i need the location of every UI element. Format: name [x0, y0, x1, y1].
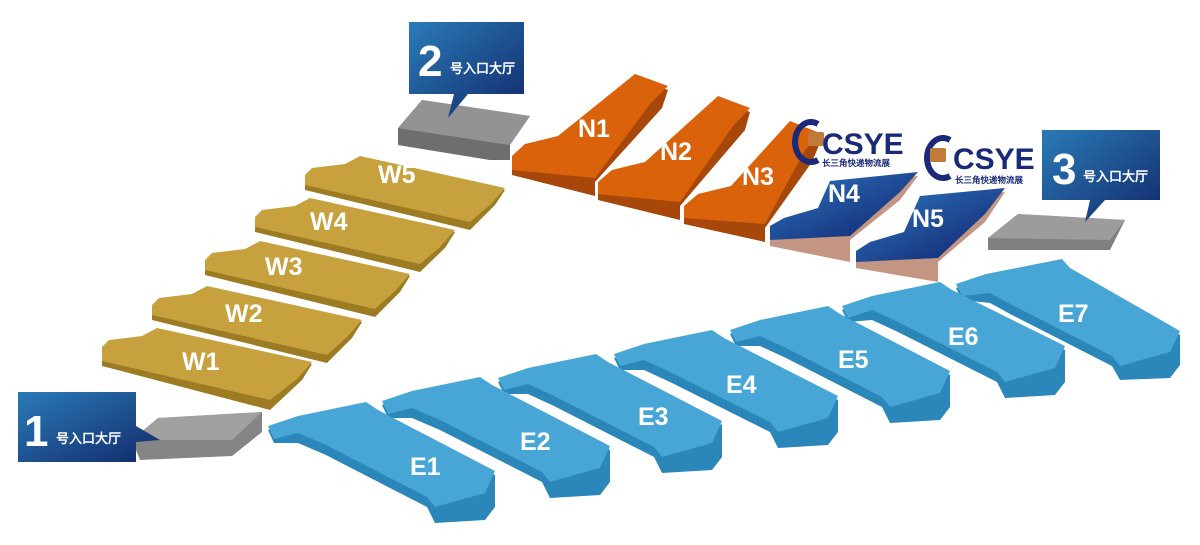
entrance-3-number: 3	[1052, 145, 1076, 194]
csye-logo-c-icon	[924, 135, 952, 181]
hall-e2[interactable]: E2	[382, 377, 610, 498]
hall-w5-label: W5	[378, 161, 416, 189]
hall-w3-label: W3	[265, 253, 303, 281]
hall-n4-label: N4	[828, 180, 860, 208]
hall-e3[interactable]: E3	[498, 354, 722, 473]
hall-n3-label: N3	[742, 163, 774, 191]
hall-e6-label: E6	[948, 323, 979, 351]
csye-logo-brand: CSYE	[953, 143, 1035, 176]
hall-n1[interactable]: N1	[512, 74, 668, 196]
hall-w1[interactable]: W1	[102, 328, 312, 410]
hall-e7[interactable]: E7	[956, 259, 1180, 380]
hall-w3[interactable]: W3	[205, 241, 410, 317]
entrance-3-text: 号入口大厅	[1083, 169, 1148, 185]
hall-w4-label: W4	[310, 208, 348, 236]
csye-logo-n5: CSYE 长三角快递物流展	[924, 135, 1035, 186]
hall-e5[interactable]: E5	[730, 306, 950, 423]
csye-logo-n4: CSYE 长三角快递物流展	[792, 119, 904, 169]
hall-n2-label: N2	[660, 138, 692, 166]
hall-n1-label: N1	[578, 115, 610, 143]
csye-logo-subtitle: 长三角快递物流展	[955, 175, 1024, 186]
hall-e2-label: E2	[520, 428, 551, 456]
hall-e1-label: E1	[410, 453, 441, 481]
hall-n5[interactable]: N5	[856, 188, 1005, 282]
hall-w2[interactable]: W2	[152, 286, 362, 363]
hall-w4[interactable]: W4	[255, 198, 455, 272]
csye-logo-brand: CSYE	[822, 128, 904, 161]
csye-logo-subtitle: 长三角快递物流展	[822, 158, 891, 169]
lobby-2	[398, 100, 530, 160]
hall-n3[interactable]: N3	[684, 121, 822, 242]
entrance-2-text: 号入口大厅	[450, 61, 515, 77]
hall-n2[interactable]: N2	[598, 96, 750, 220]
hall-e3-label: E3	[638, 403, 669, 431]
csye-logo-c-icon	[792, 119, 820, 165]
lobby-3	[988, 214, 1125, 250]
entrance-2-number: 2	[418, 37, 442, 86]
entrance-2-callout[interactable]: 2 号入口大厅	[409, 22, 524, 118]
west-hall-group: W5 W4 W3 W2 W1	[102, 156, 505, 410]
hall-w2-label: W2	[225, 300, 263, 328]
delivery-scooter-icon	[930, 148, 946, 162]
hall-e6[interactable]: E6	[842, 282, 1065, 398]
hall-e7-label: E7	[1058, 300, 1089, 328]
entrance-1-number: 1	[24, 407, 48, 456]
hall-w1-label: W1	[182, 348, 220, 376]
hall-e5-label: E5	[838, 346, 869, 374]
delivery-scooter-icon	[808, 132, 824, 146]
entrance-3-callout[interactable]: 3 号入口大厅	[1042, 130, 1160, 222]
hall-n5-label: N5	[912, 205, 944, 233]
entrance-1-text: 号入口大厅	[56, 431, 121, 447]
lobby-1	[132, 412, 262, 460]
north-hall-group: N1 N2 N3 N4 N5	[512, 74, 1005, 282]
hall-e4-label: E4	[726, 371, 757, 399]
entrance-1-callout[interactable]: 1 号入口大厅	[18, 392, 160, 462]
hall-e1[interactable]: E1	[268, 402, 495, 523]
east-hall-group: E7 E6 E5 E4 E3 E2 E1	[268, 259, 1180, 523]
hall-e4[interactable]: E4	[614, 330, 838, 448]
hall-w5[interactable]: W5	[305, 156, 505, 230]
hall-n4[interactable]: N4	[770, 172, 918, 262]
